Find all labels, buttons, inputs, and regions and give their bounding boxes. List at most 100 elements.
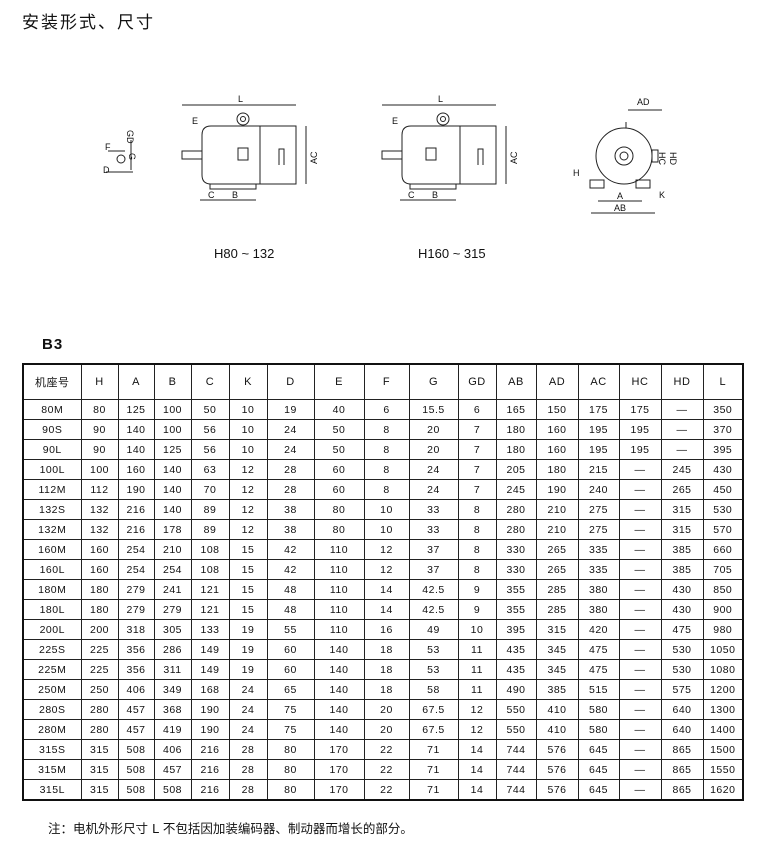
table-cell: 175	[618, 399, 662, 420]
table-cell: 90S	[22, 419, 82, 440]
table-cell: 12	[457, 719, 497, 740]
motor-end-view: AD HC HD H A K AB	[573, 97, 678, 214]
table-cell: 580	[577, 699, 620, 720]
table-cell: 457	[153, 759, 192, 780]
table-cell: 640	[660, 719, 704, 740]
table-cell: 65	[266, 679, 315, 700]
table-cell: 8	[457, 499, 497, 520]
table-cell: 9	[457, 599, 497, 620]
table-cell: 335	[577, 559, 620, 580]
table-cell: 280	[80, 699, 119, 720]
table-cell: 80M	[22, 399, 82, 420]
table-cell: 315	[80, 759, 119, 780]
footnote: 注：电机外形尺寸 L 不包括因加装编码器、制动器而增长的部分。	[48, 821, 413, 836]
table-cell: 406	[117, 679, 155, 700]
table-cell: 160	[80, 559, 119, 580]
table-cell: 645	[577, 739, 620, 760]
table-cell: 24	[228, 679, 268, 700]
table-cell: —	[618, 719, 662, 740]
table-cell: 570	[702, 519, 744, 540]
table-cell: 335	[577, 539, 620, 560]
table-cell: 132	[80, 519, 119, 540]
label-hc: HC	[657, 152, 667, 165]
table-cell: 385	[660, 539, 704, 560]
table-cell: 8	[363, 479, 410, 500]
table-cell: 315M	[22, 759, 82, 780]
table-cell: 515	[577, 679, 620, 700]
table-cell: 265	[535, 539, 579, 560]
table-cell: 11	[457, 679, 497, 700]
table-cell: 705	[702, 559, 744, 580]
table-cell: 356	[117, 659, 155, 680]
table-cell: —	[618, 739, 662, 760]
column-header: D	[266, 363, 315, 400]
table-cell: 285	[535, 579, 579, 600]
label-g: G	[127, 153, 137, 160]
table-cell: 180	[535, 459, 579, 480]
table-cell: 865	[660, 739, 704, 760]
table-cell: —	[618, 479, 662, 500]
table-cell: 315L	[22, 779, 82, 801]
table-cell: 18	[363, 659, 410, 680]
column-header: 机座号	[22, 363, 82, 400]
table-cell: 1300	[702, 699, 744, 720]
table-cell: 385	[535, 679, 579, 700]
table-cell: 744	[495, 779, 537, 801]
table-cell: —	[660, 419, 704, 440]
table-cell: 160	[80, 539, 119, 560]
table-cell: 42.5	[408, 599, 459, 620]
table-cell: 160M	[22, 539, 82, 560]
table-cell: 24	[408, 459, 459, 480]
column-header: AC	[577, 363, 620, 400]
table-cell: 350	[702, 399, 744, 420]
label-e-2: E	[392, 116, 398, 126]
table-cell: 50	[313, 419, 365, 440]
table-cell: 275	[577, 499, 620, 520]
table-cell: 580	[577, 719, 620, 740]
table-cell: 14	[363, 599, 410, 620]
table-cell: 8	[457, 539, 497, 560]
table-cell: —	[618, 599, 662, 620]
table-cell: 9	[457, 579, 497, 600]
table-cell: 8	[363, 439, 410, 460]
table-cell: 280	[495, 519, 537, 540]
table-cell: 28	[266, 479, 315, 500]
table-cell: 430	[660, 599, 704, 620]
table-cell: 508	[117, 779, 155, 801]
table-cell: 175	[577, 399, 620, 420]
table-cell: 8	[363, 459, 410, 480]
table-cell: 33	[408, 499, 459, 520]
table-cell: 170	[313, 739, 365, 760]
table-cell: 380	[577, 599, 620, 620]
table-cell: 15.5	[408, 399, 459, 420]
table-cell: —	[618, 499, 662, 520]
table-cell: 180M	[22, 579, 82, 600]
table-cell: 190	[190, 719, 230, 740]
label-h: H	[573, 168, 580, 178]
table-cell: 48	[266, 599, 315, 620]
table-cell: 195	[577, 439, 620, 460]
table-cell: —	[618, 579, 662, 600]
table-cell: 37	[408, 539, 459, 560]
table-cell: 395	[495, 619, 537, 640]
table-cell: 850	[702, 579, 744, 600]
table-cell: 200	[80, 619, 119, 640]
table-cell: 38	[266, 519, 315, 540]
table-cell: 190	[535, 479, 579, 500]
table-cell: 406	[153, 739, 192, 760]
table-cell: 19	[266, 399, 315, 420]
table-cell: 410	[535, 719, 579, 740]
column-header: F	[363, 363, 410, 400]
column-header: A	[117, 363, 155, 400]
table-cell: 89	[190, 519, 230, 540]
table-cell: 225	[80, 639, 119, 660]
table-cell: —	[618, 619, 662, 640]
table-cell: 576	[535, 759, 579, 780]
table-cell: 265	[535, 559, 579, 580]
table-cell: —	[618, 519, 662, 540]
table-cell: 18	[363, 639, 410, 660]
